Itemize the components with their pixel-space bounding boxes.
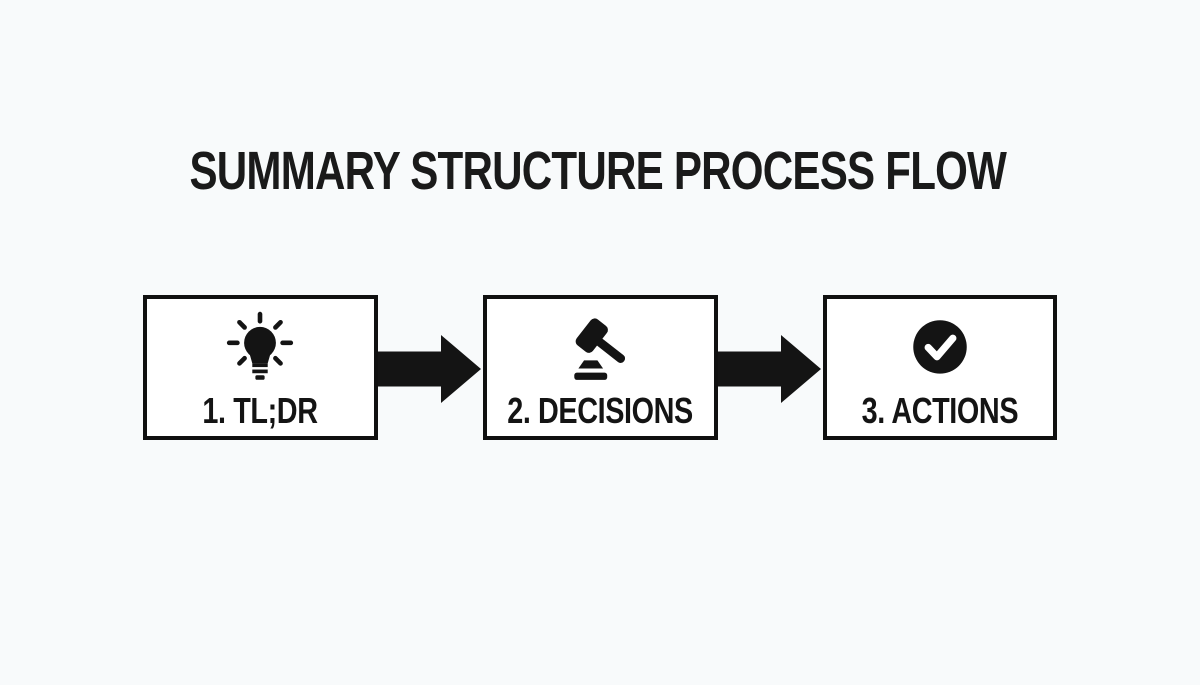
step-box-actions: 3. ACTIONS <box>822 295 1057 440</box>
flow-row: 1. TL;DR 2. DECISIONS <box>143 295 1057 440</box>
arrow-right-icon <box>377 333 483 405</box>
check-circle-icon <box>904 308 976 390</box>
step-label: 1. TL;DR <box>202 390 319 431</box>
lightbulb-icon <box>224 308 296 390</box>
step-box-decisions: 2. DECISIONS <box>482 295 718 440</box>
step-label: 3. ACTIONS <box>861 390 1019 431</box>
page-title: SUMMARY STRUCTURE PROCESS FLOW <box>189 141 1007 201</box>
gavel-icon <box>564 308 636 390</box>
step-box-tldr: 1. TL;DR <box>143 295 378 440</box>
step-label: 2. DECISIONS <box>507 390 693 431</box>
arrow-right-icon <box>717 333 823 405</box>
